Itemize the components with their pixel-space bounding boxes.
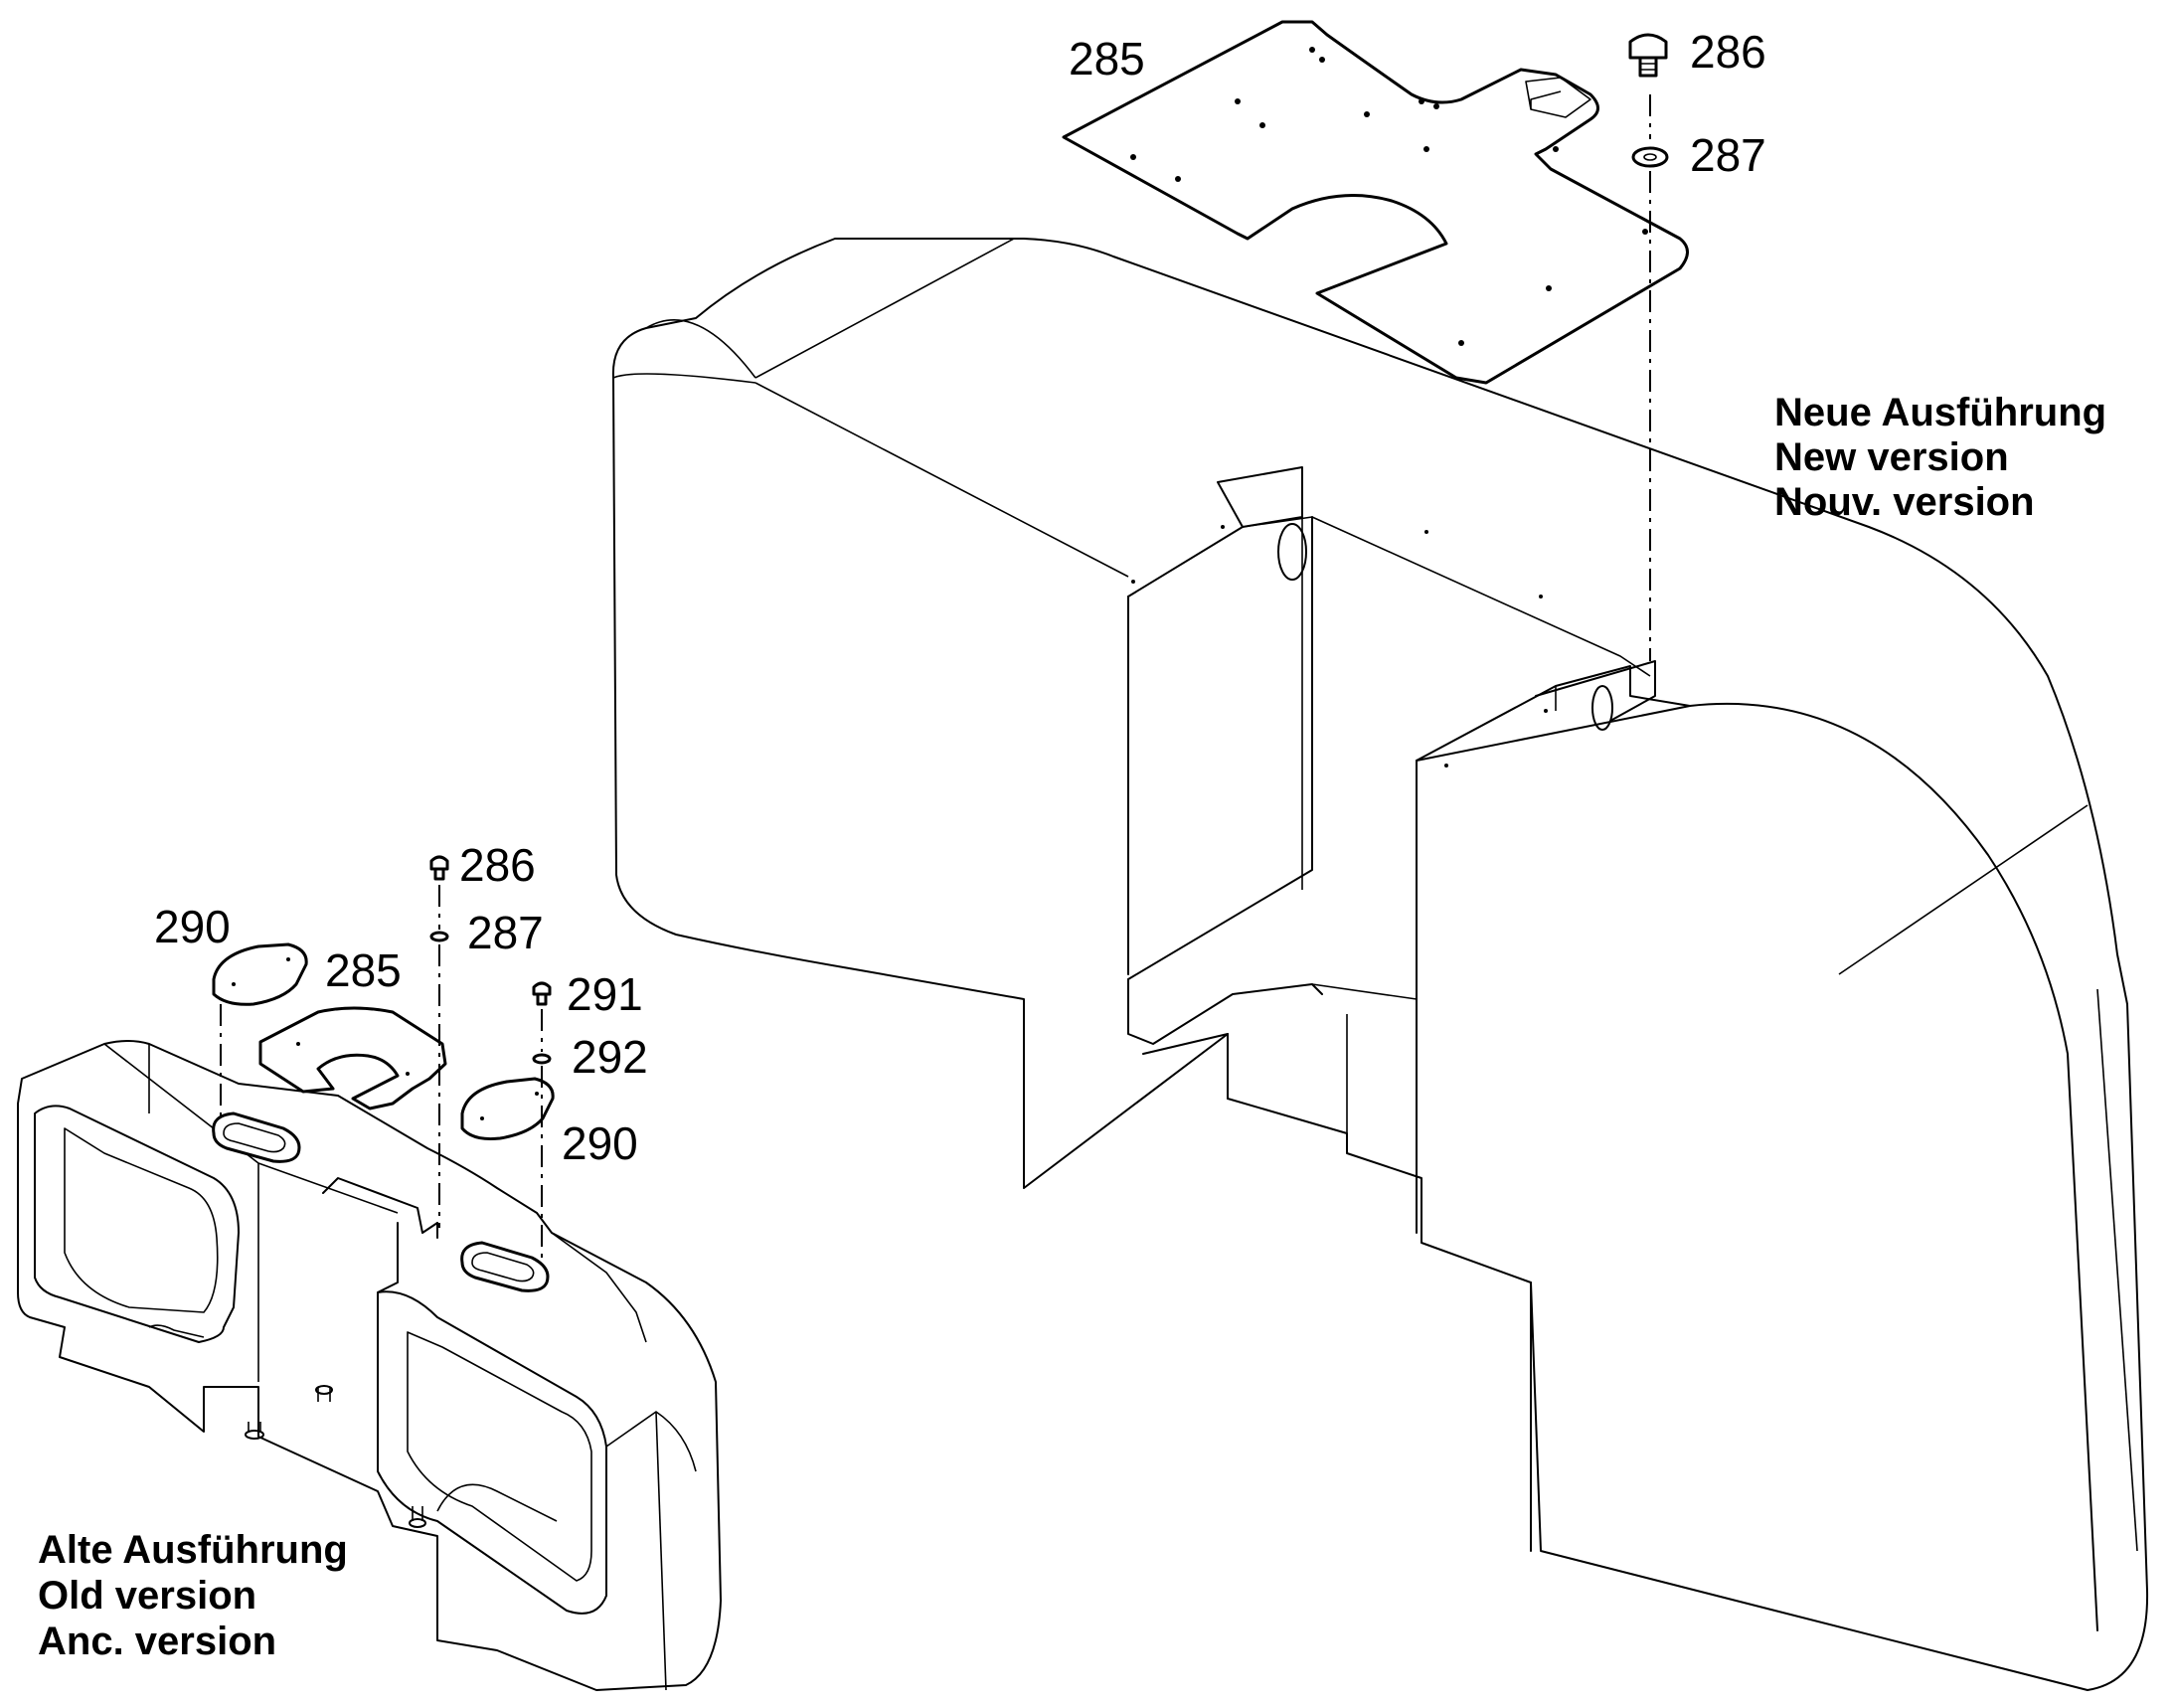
old-bolt-286-icon — [429, 855, 449, 881]
old-bottom-bolts — [245, 1385, 426, 1528]
callout-old-291: 291 — [567, 968, 643, 1020]
new-caption-en: New version — [1774, 435, 2009, 479]
callout-new-286: 286 — [1690, 26, 1766, 78]
old-washer-287-icon — [429, 931, 449, 942]
old-version-caption: Alte Ausführung Old version Anc. version — [38, 1528, 348, 1663]
callout-old-285: 285 — [325, 944, 402, 996]
callout-new-285: 285 — [1069, 33, 1145, 85]
callout-old-286: 286 — [459, 839, 536, 891]
old-bolt-291-icon — [532, 981, 552, 1006]
new-plate-285 — [1062, 20, 1689, 385]
new-washer-287-icon — [1631, 146, 1669, 168]
old-cover-290-left — [212, 942, 308, 1006]
new-version-caption: Neue Ausführung New version Nouv. versio… — [1774, 391, 2106, 524]
callout-new-287: 287 — [1690, 129, 1766, 181]
callout-old-290-left: 290 — [154, 901, 231, 952]
callout-old-287: 287 — [467, 907, 544, 958]
old-plate-285 — [258, 1006, 447, 1110]
old-caption-de: Alte Ausführung — [38, 1528, 348, 1572]
old-assembly-axes — [220, 885, 543, 1258]
new-counterweight — [611, 238, 2149, 1691]
old-cover-290-right — [460, 1077, 555, 1140]
new-bolt-286-icon — [1628, 33, 1668, 78]
old-caption-fr: Anc. version — [38, 1620, 276, 1663]
old-caption-en: Old version — [38, 1574, 256, 1618]
callout-old-290-right: 290 — [562, 1117, 638, 1169]
old-counterweight — [17, 1040, 722, 1691]
new-caption-de: Neue Ausführung — [1774, 391, 2106, 434]
old-washer-292-icon — [532, 1053, 552, 1065]
callout-old-292: 292 — [572, 1031, 648, 1083]
new-caption-fr: Nouv. version — [1774, 480, 2035, 524]
